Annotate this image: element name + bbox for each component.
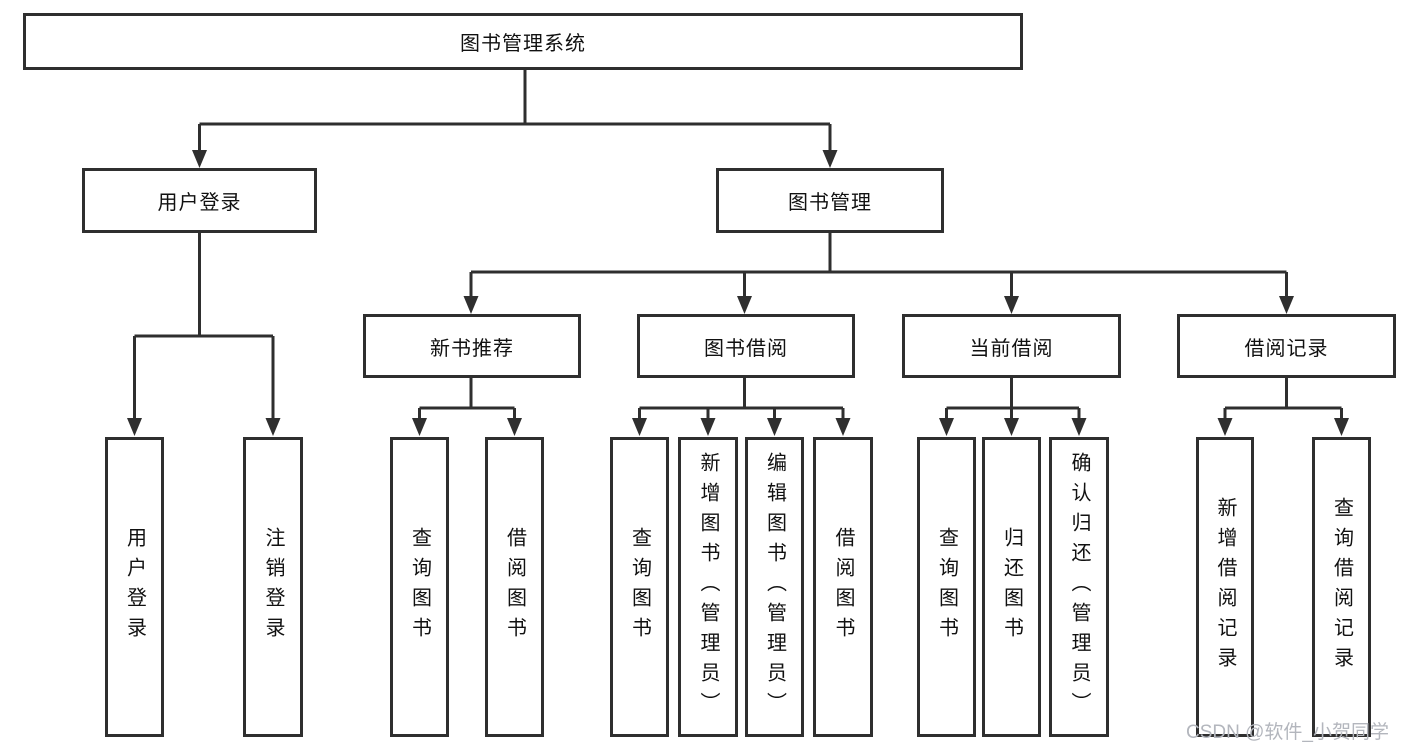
node-root-label: 图书管理系统 [460,33,586,55]
node-current-borrow-label: 当前借阅 [969,337,1054,360]
node-leaf-br-add-record: 新增借阅记录 [1196,437,1254,737]
node-leaf-cb-return-books-label: 归还图书 [1000,527,1023,647]
arrow-down-icon [192,150,207,168]
arrow-down-icon [463,296,479,314]
node-leaf-bb-borrow-books: 借阅图书 [813,437,873,737]
arrow-down-icon [1334,418,1349,436]
arrow-down-icon [1004,418,1019,436]
arrow-down-icon [1217,418,1233,436]
arrow-down-icon [412,418,427,436]
arrow-down-icon [507,418,522,436]
node-leaf-cb-confirm-return-admin-label: 确认归还（管理员） [1068,452,1090,722]
node-leaf-rec-query-books-label: 查询图书 [408,527,431,647]
arrow-down-icon [265,418,281,436]
node-leaf-br-query-record: 查询借阅记录 [1312,437,1371,737]
node-leaf-br-add-record-label: 新增借阅记录 [1214,497,1236,677]
connector-book-mgmt-to-sections [469,233,1288,297]
node-leaf-user-login: 用户登录 [105,437,164,737]
node-user-login-label: 用户登录 [157,192,242,214]
node-user-login: 用户登录 [82,168,317,233]
connector-user-login-to-leaves [133,233,275,420]
node-leaf-cb-confirm-return-admin: 确认归还（管理员） [1049,437,1109,737]
arrow-down-icon [835,418,851,436]
node-leaf-bb-edit-books-admin: 编辑图书（管理员） [745,437,804,737]
node-borrow-record-label: 借阅记录 [1244,337,1329,360]
arrow-down-icon [1071,418,1087,436]
node-leaf-bb-borrow-books-label: 借阅图书 [832,527,854,647]
node-book-borrow: 图书借阅 [637,314,855,378]
arrow-down-icon [632,418,647,436]
node-book-borrow-label: 图书借阅 [704,337,788,360]
node-leaf-bb-edit-books-admin-label: 编辑图书（管理员） [763,452,786,722]
connector-new-book-rec-to-leaves [418,378,516,420]
arrow-down-icon [939,418,954,436]
connector-borrow-record-to-leaves [1223,378,1343,420]
arrow-down-icon [737,296,752,314]
connector-book-borrow-to-leaves [638,378,845,420]
connector-current-borrow-to-leaves [945,378,1081,420]
connector-root-to-level2 [198,70,832,151]
node-leaf-rec-borrow-books: 借阅图书 [485,437,544,737]
node-leaf-cb-return-books: 归还图书 [982,437,1041,737]
node-leaf-bb-add-books-admin-label: 新增图书（管理员） [697,452,719,722]
node-leaf-br-query-record-label: 查询借阅记录 [1330,497,1353,677]
node-leaf-cb-query-books-label: 查询图书 [935,527,958,647]
arrowheads [127,150,1349,436]
node-root: 图书管理系统 [23,13,1023,70]
node-leaf-bb-query-books: 查询图书 [610,437,669,737]
arrow-down-icon [127,418,142,436]
arrow-down-icon [1004,296,1019,314]
node-leaf-bb-add-books-admin: 新增图书（管理员） [678,437,738,737]
node-borrow-record: 借阅记录 [1177,314,1396,378]
node-leaf-logout-label: 注销登录 [262,527,284,647]
node-leaf-rec-borrow-books-label: 借阅图书 [503,527,526,647]
node-leaf-bb-query-books-label: 查询图书 [628,527,651,647]
arrow-down-icon [1279,296,1294,314]
node-new-book-rec: 新书推荐 [363,314,581,378]
node-book-mgmt-label: 图书管理 [788,192,872,214]
node-new-book-rec-label: 新书推荐 [430,337,514,360]
node-leaf-user-login-label: 用户登录 [123,527,146,647]
watermark: CSDN @软件_小贺同学 [1186,722,1389,743]
arrow-down-icon [700,418,716,436]
node-leaf-logout: 注销登录 [243,437,303,737]
node-book-mgmt: 图书管理 [716,168,944,233]
arrow-down-icon [822,150,838,168]
arrow-down-icon [767,418,782,436]
node-current-borrow: 当前借阅 [902,314,1121,378]
node-leaf-rec-query-books: 查询图书 [390,437,449,737]
node-leaf-cb-query-books: 查询图书 [917,437,976,737]
